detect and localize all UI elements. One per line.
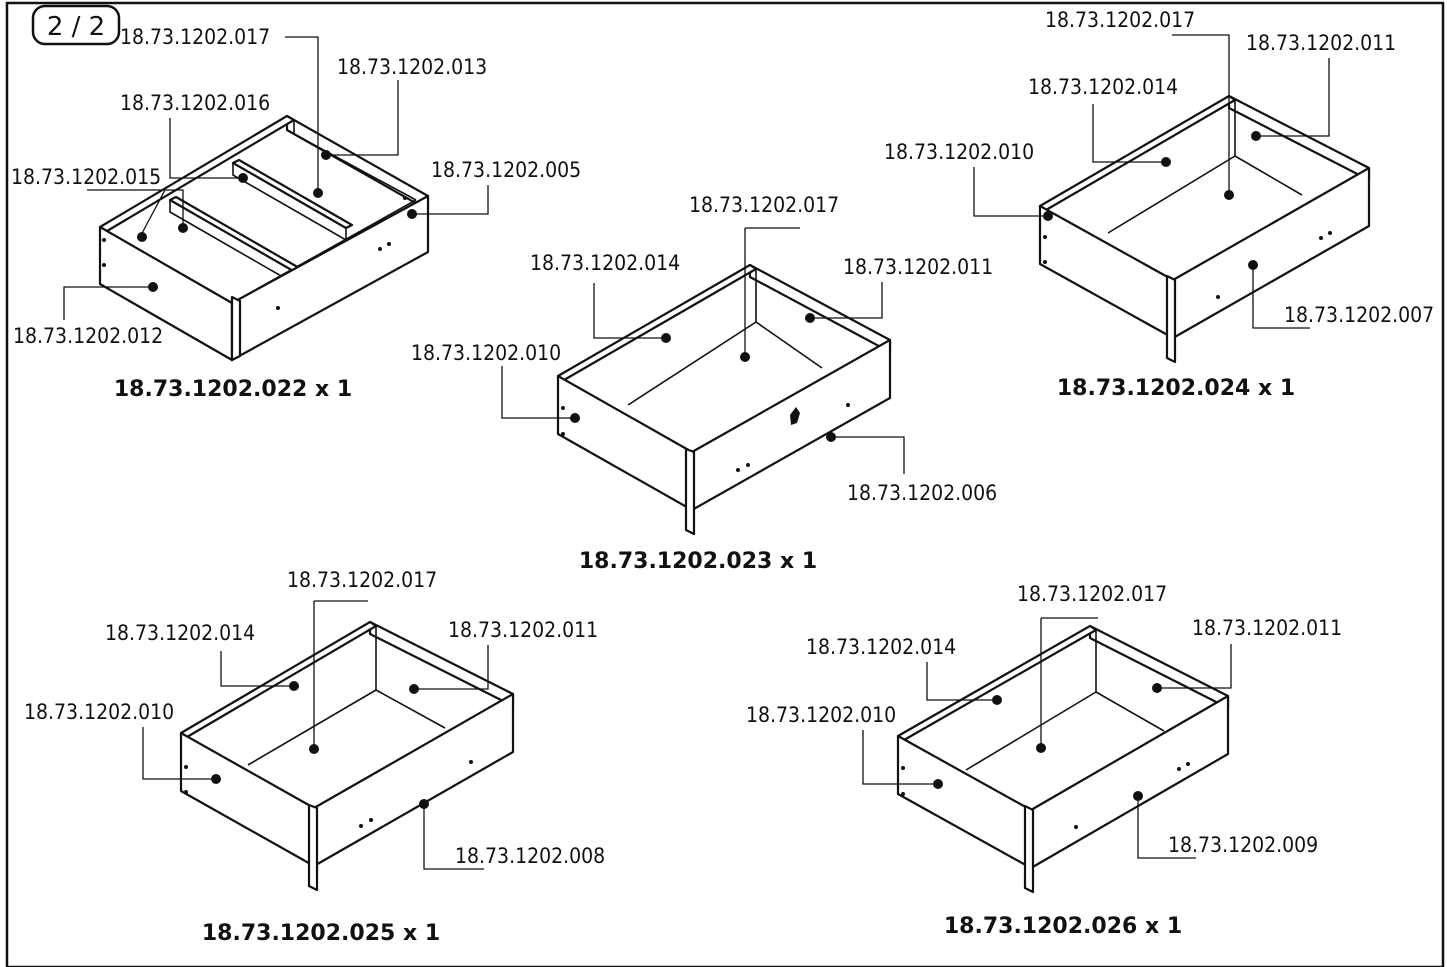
callout-label: 18.73.1202.006: [847, 481, 997, 505]
callout-label: 18.73.1202.017: [689, 193, 839, 217]
assembly-caption: 18.73.1202.024 x 1: [1057, 376, 1295, 401]
callout-label: 18.73.1202.014: [530, 251, 680, 275]
drawer-022-drawing: [98, 114, 430, 362]
callout-label: 18.73.1202.015: [11, 165, 161, 189]
callout-label: 18.73.1202.010: [411, 341, 561, 365]
assembly-026: 18.73.1202.017 18.73.1202.014 18.73.1202…: [746, 582, 1342, 939]
assembly-caption: 18.73.1202.025 x 1: [202, 921, 440, 946]
callout-label: 18.73.1202.014: [105, 621, 255, 645]
callout-label: 18.73.1202.010: [884, 140, 1034, 164]
callout-label: 18.73.1202.008: [455, 844, 605, 868]
drawer-023-drawing: [556, 263, 892, 536]
drawer-025-drawing: [179, 620, 515, 892]
callout-label: 18.73.1202.017: [287, 568, 437, 592]
callout-label: 18.73.1202.009: [1168, 833, 1318, 857]
callout-label: 18.73.1202.017: [1045, 8, 1195, 32]
assembly-025: 18.73.1202.017 18.73.1202.014 18.73.1202…: [24, 568, 605, 946]
callout-label: 18.73.1202.016: [120, 91, 270, 115]
assembly-caption: 18.73.1202.026 x 1: [944, 914, 1182, 939]
callout-label: 18.73.1202.007: [1284, 303, 1434, 327]
callout-label: 18.73.1202.011: [448, 618, 598, 642]
callout-label: 18.73.1202.014: [1028, 75, 1178, 99]
callout-label: 18.73.1202.005: [431, 158, 581, 182]
assembly-023: 18.73.1202.017 18.73.1202.014 18.73.1202…: [411, 193, 997, 574]
assembly-024: 18.73.1202.017 18.73.1202.011 18.73.1202…: [884, 8, 1434, 401]
callout-label: 18.73.1202.011: [1246, 31, 1396, 55]
drawer-024-drawing: [1038, 94, 1371, 364]
assembly-022: 18.73.1202.017 18.73.1202.013 18.73.1202…: [11, 25, 581, 402]
callout-label: 18.73.1202.012: [13, 324, 163, 348]
callout-label: 18.73.1202.011: [843, 255, 993, 279]
page-indicator: 2 / 2: [31, 4, 121, 46]
page-frame: [5, 1, 1445, 967]
assembly-caption: 18.73.1202.022 x 1: [114, 377, 352, 402]
page-indicator-text: 2 / 2: [47, 12, 105, 42]
assembly-caption: 18.73.1202.023 x 1: [579, 549, 817, 574]
callout-label: 18.73.1202.017: [1017, 582, 1167, 606]
callout-label: 18.73.1202.011: [1192, 616, 1342, 640]
callout-label: 18.73.1202.010: [24, 700, 174, 724]
callout-label: 18.73.1202.010: [746, 703, 896, 727]
callout-label: 18.73.1202.013: [337, 55, 487, 79]
callout-label: 18.73.1202.014: [806, 635, 956, 659]
callout-label: 18.73.1202.017: [120, 25, 270, 49]
